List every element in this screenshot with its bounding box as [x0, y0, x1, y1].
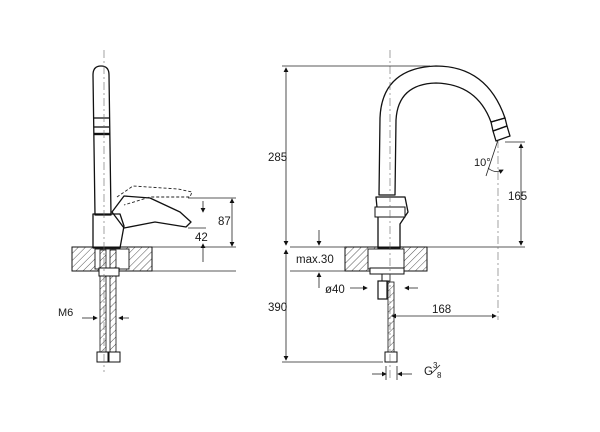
dim-tilt-angle-label: 10° — [474, 157, 491, 169]
dim-tilt-angle: 10° — [474, 139, 504, 177]
dim-hose-length-label: 390 — [268, 302, 287, 314]
dim-base-height: 42 — [188, 227, 208, 244]
side-spout-body — [92, 65, 112, 216]
dim-total-height-label: 285 — [268, 152, 287, 164]
side-countertop — [71, 246, 236, 272]
front-countertop — [290, 246, 525, 272]
side-lever-raised — [116, 185, 193, 206]
dim-connection-thread-den: 8 — [437, 371, 442, 380]
dim-base-height-label: 42 — [195, 232, 208, 244]
side-hoses — [96, 249, 121, 363]
front-aerator — [490, 117, 511, 142]
dim-hole-diameter: ø40 — [325, 284, 418, 296]
side-lever-handle — [111, 195, 192, 229]
front-view: 285 165 10° max.30 ø40 — [268, 50, 527, 380]
side-mixer-body — [92, 213, 125, 249]
dim-handle-height: 87 — [188, 197, 236, 262]
dim-connection-thread-label: G — [424, 366, 433, 378]
dim-spout-reach-label: 168 — [432, 304, 451, 316]
dim-spout-reach: 168 — [391, 304, 497, 319]
side-view: 87 42 M6 — [58, 50, 236, 372]
dim-hose-length: 390 — [268, 249, 383, 363]
dim-spout-height-label: 165 — [508, 191, 527, 203]
dim-spout-height: 165 — [505, 141, 527, 246]
dim-hole-diameter-label: ø40 — [325, 284, 345, 296]
front-hoses — [369, 267, 405, 363]
dim-total-height: 285 — [268, 65, 430, 246]
front-mixer-body — [375, 196, 409, 249]
dim-deck-thickness-label: max.30 — [296, 254, 334, 266]
dim-connection-thread-num: 3 — [433, 361, 438, 370]
dim-deck-thickness: max.30 — [296, 230, 334, 288]
dim-thread-m6: M6 — [58, 307, 129, 321]
dim-handle-height-label: 87 — [218, 216, 231, 228]
dim-thread-m6-label: M6 — [58, 307, 73, 319]
dim-connection-thread: G 3 8 — [372, 361, 442, 380]
